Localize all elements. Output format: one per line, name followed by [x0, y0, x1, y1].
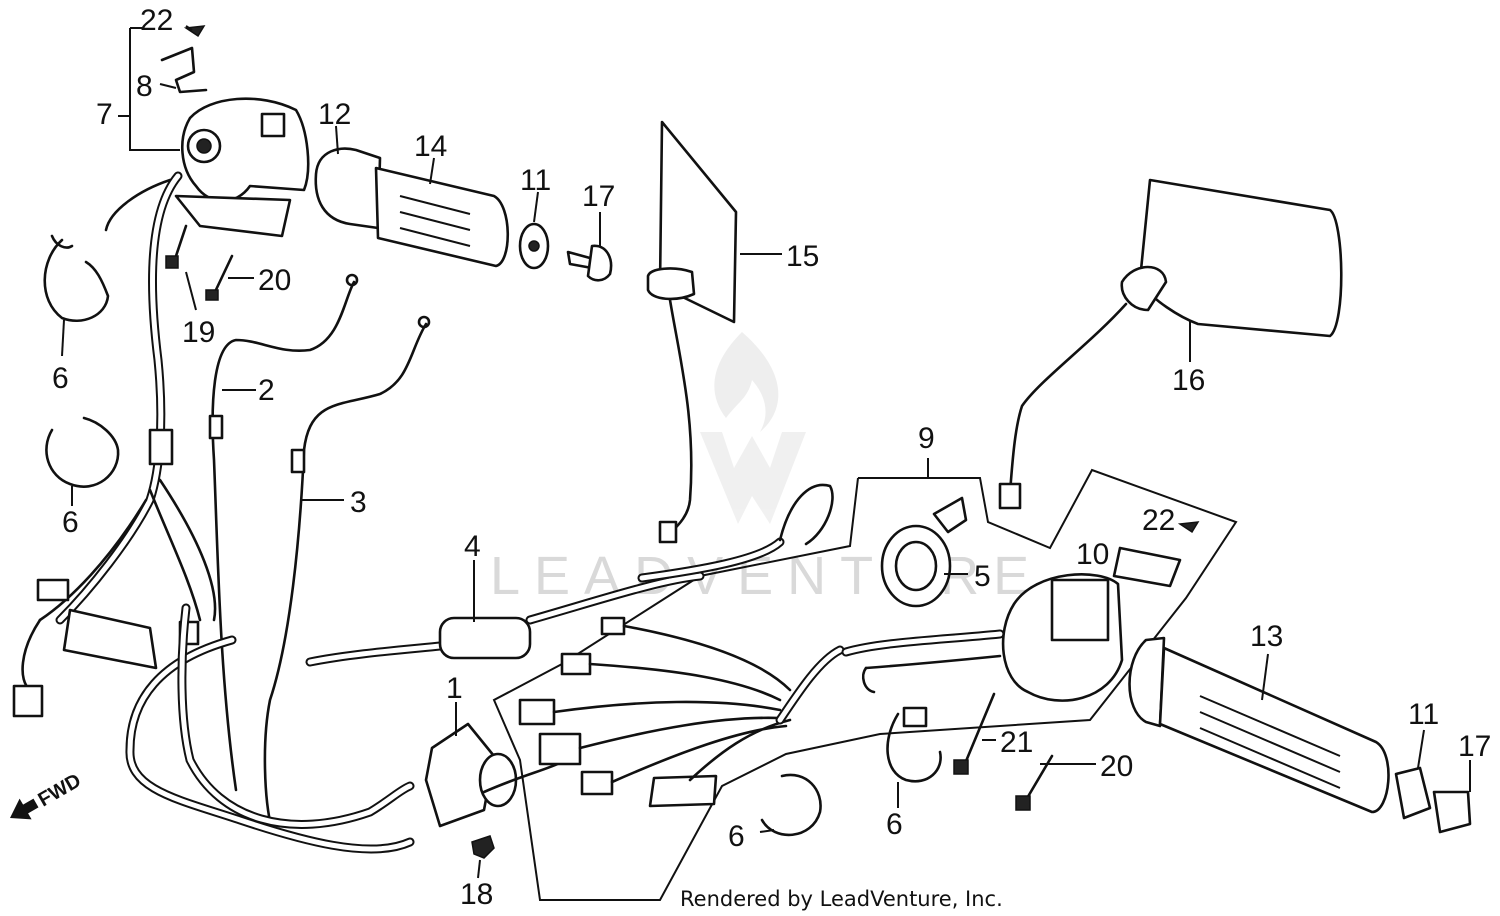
band-6-lower-left [45, 416, 120, 488]
band-6-bottom-center [760, 773, 822, 837]
clutch-cable-4 [305, 483, 834, 667]
callout-13: 13 [1250, 620, 1283, 653]
callout-3: 3 [350, 486, 367, 519]
screw-20-left [212, 254, 234, 296]
callout-8: 8 [136, 70, 153, 103]
callout-18: 18 [460, 878, 493, 911]
callout-4: 4 [464, 530, 481, 563]
callout-labels: 22 8 7 12 14 11 17 15 16 20 19 6 2 6 3 9… [52, 4, 1491, 911]
mirror-16 [998, 178, 1343, 510]
band-6-bottom-right [886, 712, 942, 783]
switch-1 [424, 722, 564, 828]
callout-17-right: 17 [1458, 730, 1491, 763]
bracket-10 [1112, 546, 1182, 588]
callout-22-top: 22 [140, 4, 173, 37]
arrow-left-icon [10, 798, 39, 820]
band-6-upper-left [43, 238, 110, 323]
callout-6-bottom-center: 6 [728, 820, 745, 853]
callout-14: 14 [414, 130, 447, 163]
callout-7: 7 [96, 98, 113, 131]
screw-22-right [1177, 521, 1200, 534]
mirror-15 [646, 120, 738, 544]
throttle-grip [314, 147, 613, 282]
callout-11-right: 11 [1408, 698, 1439, 731]
clip-18 [471, 835, 495, 859]
callout-16: 16 [1172, 364, 1205, 397]
right-switch-housing [861, 573, 1124, 702]
callout-19: 19 [182, 316, 215, 349]
bracket-8 [160, 46, 208, 94]
throttle-cables [208, 273, 431, 832]
screw-20-right [1024, 754, 1054, 802]
callout-6-lower-left: 6 [62, 506, 79, 539]
callout-21: 21 [1000, 726, 1033, 759]
main-harness [125, 603, 415, 854]
callout-17-top: 17 [582, 180, 615, 213]
callout-10: 10 [1076, 538, 1109, 571]
callout-5: 5 [974, 560, 991, 593]
watermark-logo [700, 332, 806, 524]
left-wiring-harness [12, 171, 217, 718]
callout-1: 1 [446, 672, 463, 705]
callout-6-upper-left: 6 [52, 362, 69, 395]
fwd-label: FWD [34, 770, 84, 812]
forward-arrow: FWD [10, 770, 85, 820]
left-grip-13 [1128, 636, 1472, 834]
callout-12: 12 [318, 98, 351, 131]
callout-15: 15 [786, 240, 819, 273]
horn-5 [880, 496, 968, 608]
bracket-7 [129, 28, 180, 151]
callout-20-left: 20 [258, 264, 291, 297]
left-switch-housing [174, 97, 310, 238]
credit-text: Rendered by LeadVenture, Inc. [680, 887, 1003, 911]
callout-22-right: 22 [1142, 504, 1175, 537]
center-connectors [518, 616, 1005, 808]
callout-9: 9 [918, 422, 935, 455]
leader-lines [61, 25, 1471, 879]
screw-21 [962, 692, 996, 768]
callout-2: 2 [258, 374, 275, 407]
callout-11-top: 11 [520, 164, 551, 197]
callout-6-bottom-right: 6 [886, 808, 903, 841]
callout-20-right: 20 [1100, 750, 1133, 783]
